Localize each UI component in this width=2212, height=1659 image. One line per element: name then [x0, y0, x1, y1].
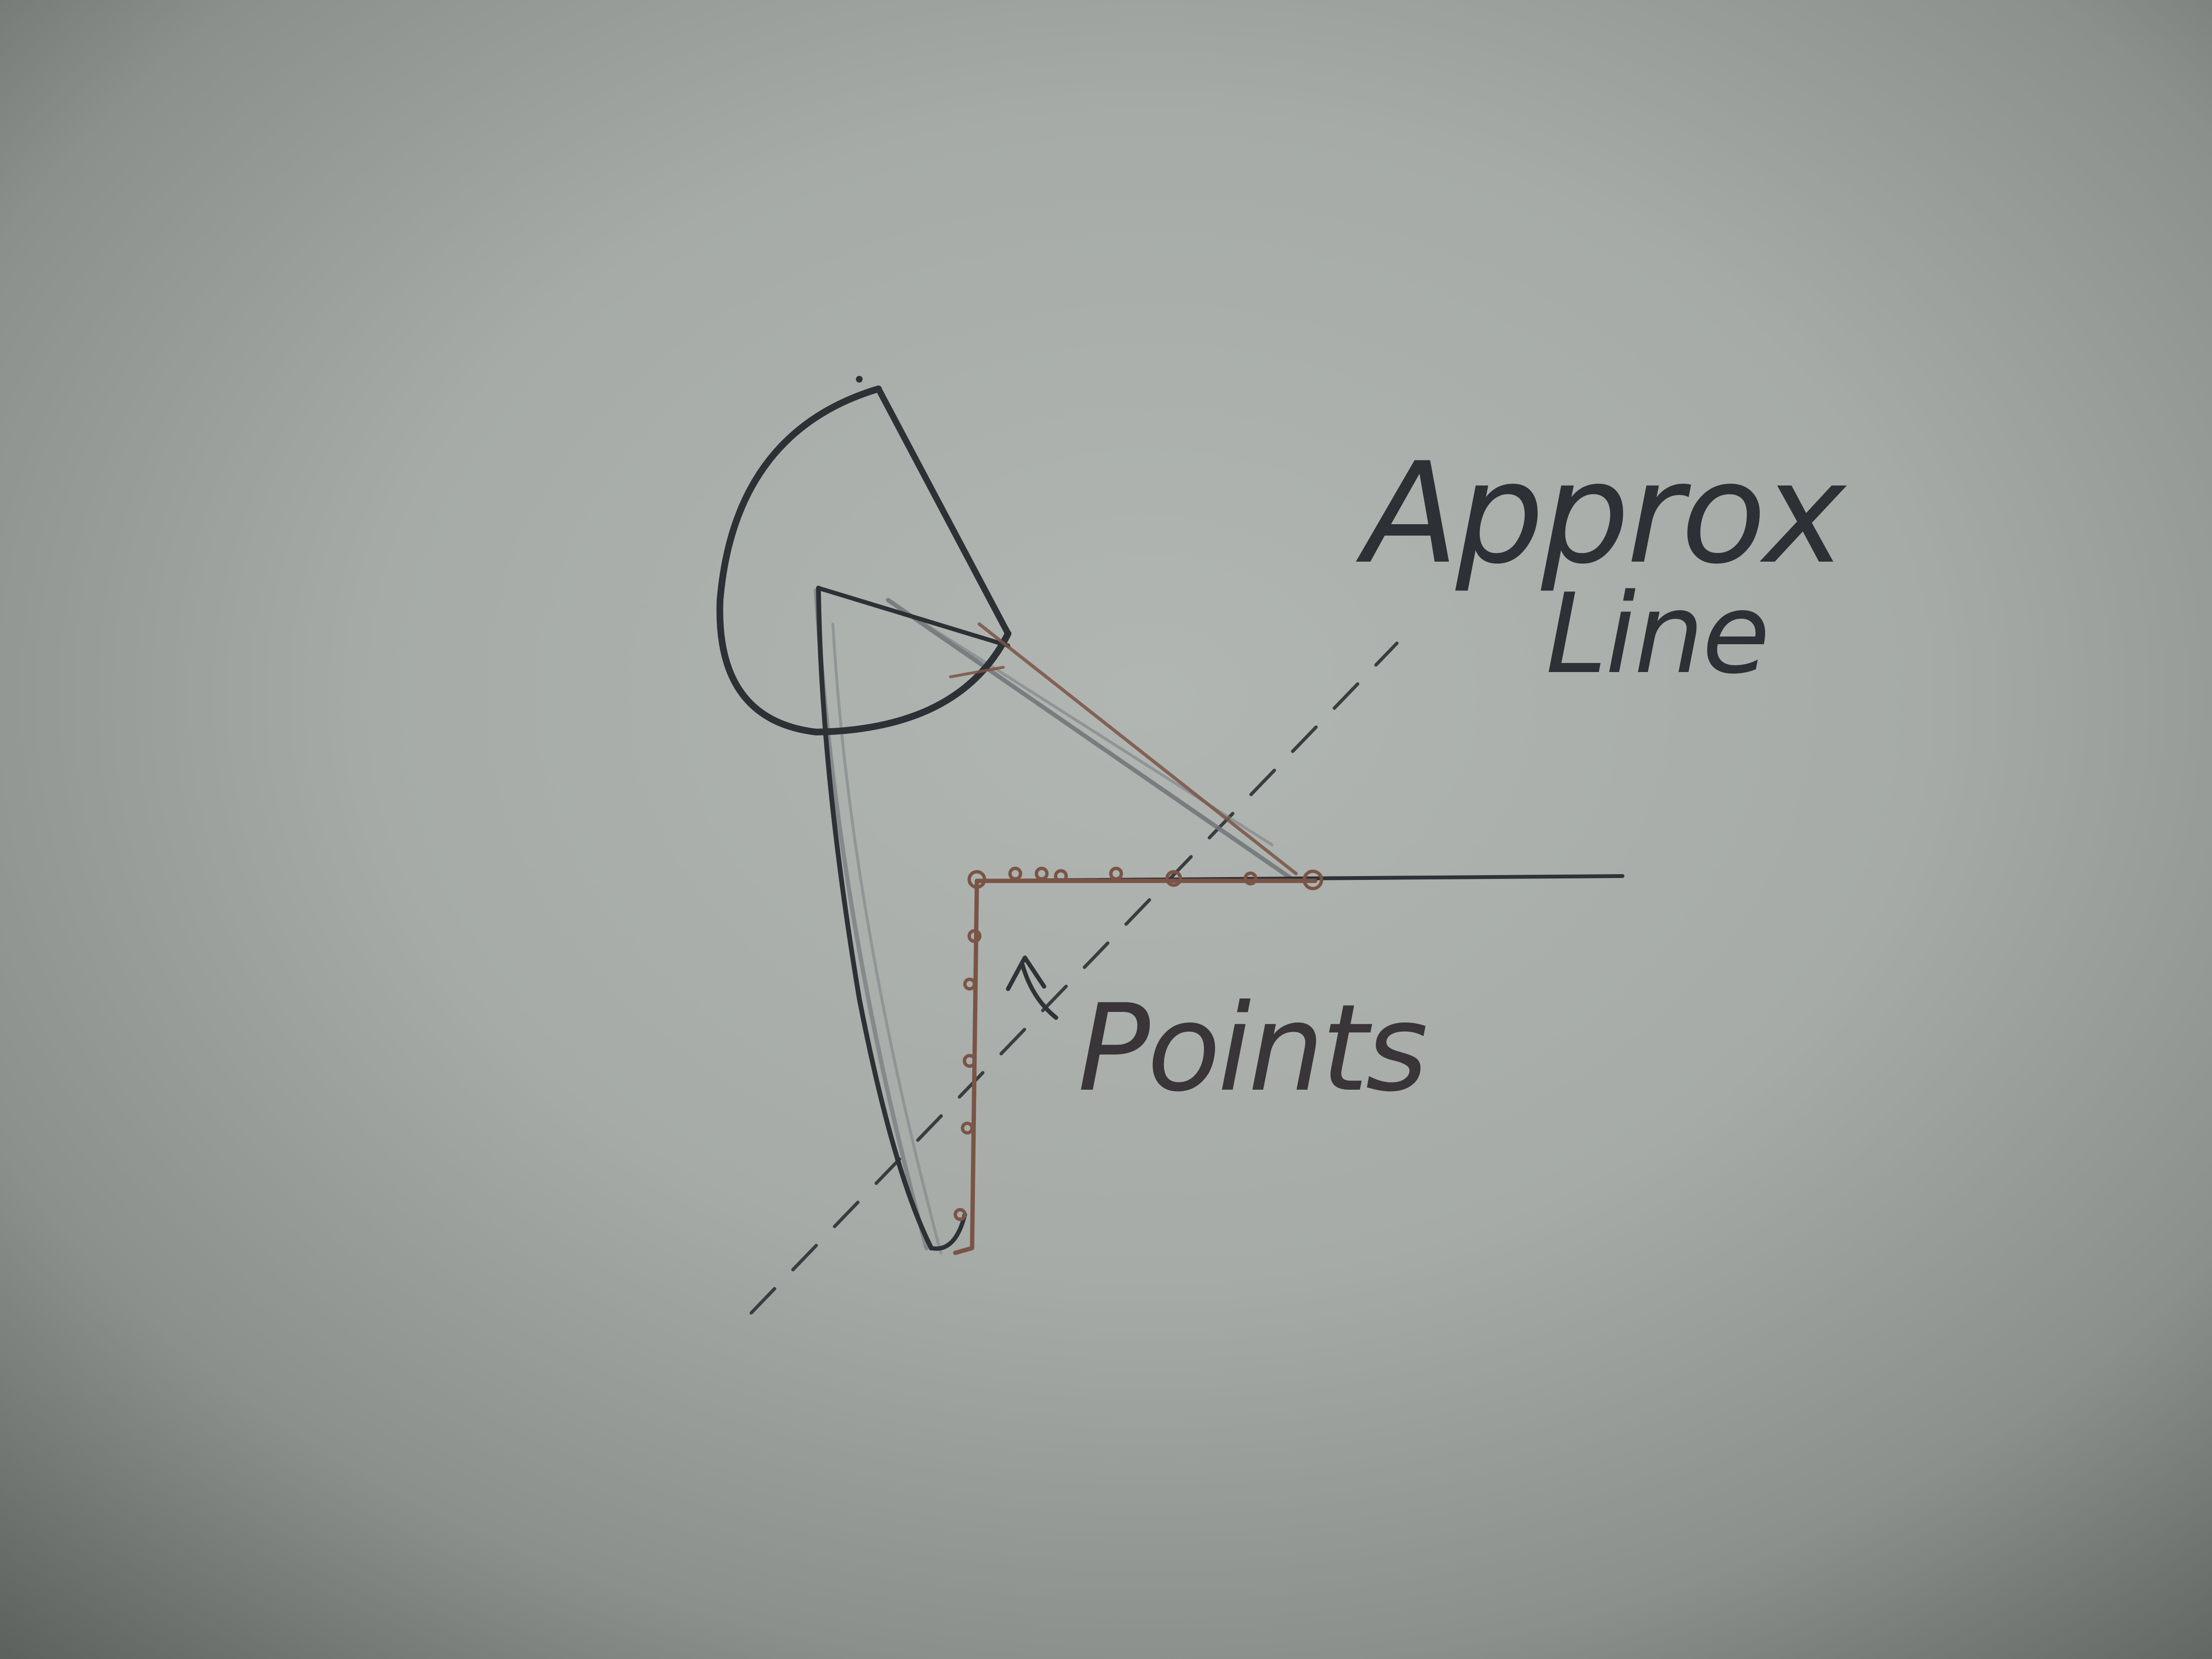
- point: [962, 1054, 977, 1068]
- point: [1302, 869, 1323, 890]
- point: [953, 1208, 967, 1221]
- cone-left-edge: [816, 586, 934, 1250]
- points-polyline: [949, 622, 1624, 1255]
- cone-top-edge: [816, 586, 1010, 648]
- point: [967, 929, 982, 943]
- sector-arc: [716, 385, 1011, 735]
- point: [1165, 870, 1182, 887]
- point: [963, 977, 976, 991]
- approx-dashed-line: [749, 641, 1399, 1315]
- vertical-axis-line: [953, 878, 979, 1255]
- diagonal-segment: [977, 622, 1298, 876]
- arrow-up-left-icon: [1006, 955, 1058, 1020]
- point: [1054, 869, 1068, 883]
- point: [1034, 866, 1049, 881]
- point: [1243, 871, 1258, 886]
- line-label: Line: [1546, 570, 1768, 698]
- sector-radius-line: [875, 385, 1011, 637]
- point: [1008, 866, 1022, 881]
- sample-points: [953, 866, 1323, 1221]
- point: [961, 1121, 974, 1135]
- point: [1109, 866, 1123, 881]
- pen-sector-and-cone: [716, 376, 1011, 1251]
- sector-start-dot: [856, 376, 863, 383]
- approx-label: Approx: [1355, 433, 1848, 595]
- cone-tip: [929, 1212, 967, 1251]
- points-label: Points: [1078, 978, 1426, 1118]
- point: [967, 870, 986, 889]
